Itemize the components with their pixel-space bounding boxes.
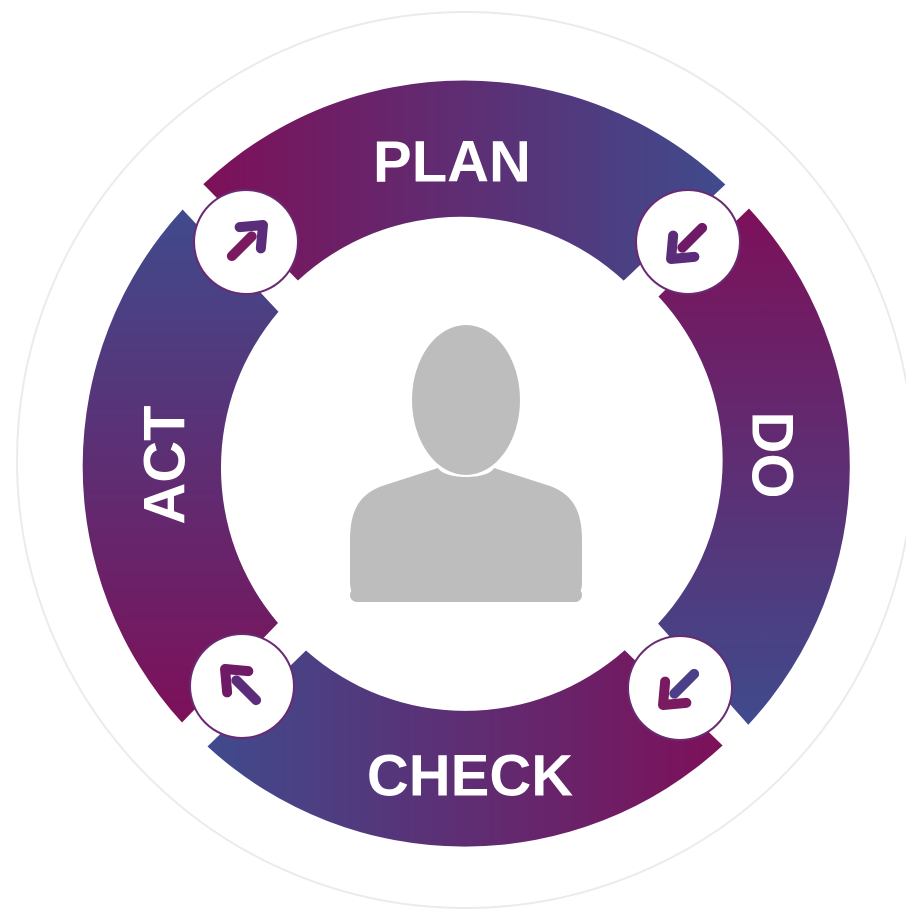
segment-check — [207, 650, 723, 847]
arrow-plan-to-do-icon — [635, 189, 741, 295]
segment-plan — [203, 80, 726, 281]
step-label-do: DO — [740, 412, 805, 499]
segment-act — [82, 209, 279, 723]
step-label-plan: PLAN — [373, 130, 531, 195]
step-label-act: ACT — [133, 405, 198, 524]
step-label-check: CHECK — [367, 744, 573, 809]
person-icon — [350, 325, 582, 602]
segment-do — [658, 208, 850, 725]
arrow-check-to-act-icon — [189, 633, 295, 739]
arrow-act-to-plan-icon — [193, 189, 299, 295]
arrow-do-to-check-icon — [627, 635, 733, 741]
